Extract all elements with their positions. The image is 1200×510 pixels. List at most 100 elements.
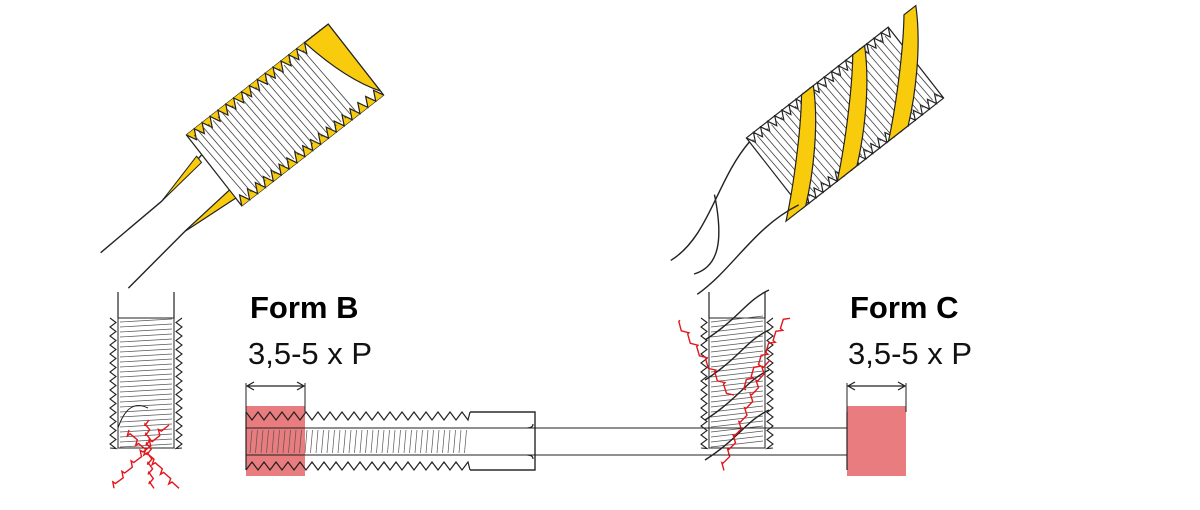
thread-line bbox=[119, 393, 173, 398]
thread-line bbox=[710, 335, 764, 343]
form-b-spec: 3,5-5 x P bbox=[248, 336, 373, 371]
tap-body-rotated bbox=[100, 23, 385, 289]
thread-line bbox=[710, 340, 764, 348]
thread-line bbox=[264, 79, 318, 141]
thread-line bbox=[277, 429, 280, 454]
thread-line bbox=[203, 127, 257, 189]
thread-line bbox=[198, 131, 252, 193]
helical-flute bbox=[785, 84, 817, 223]
thread-line bbox=[260, 429, 264, 454]
thread-line bbox=[245, 94, 299, 156]
helical-flute bbox=[704, 369, 770, 421]
thread-line bbox=[119, 373, 173, 378]
thread-line bbox=[710, 435, 764, 443]
thread-line bbox=[119, 348, 173, 353]
shank bbox=[100, 154, 237, 289]
thread-line bbox=[348, 429, 352, 454]
thread-line bbox=[299, 429, 302, 454]
flute bbox=[526, 423, 847, 460]
thread-edge bbox=[700, 317, 774, 450]
thread-line bbox=[119, 343, 173, 348]
thread-line bbox=[710, 425, 764, 433]
thread-line bbox=[231, 105, 285, 167]
dimension-arrow bbox=[245, 381, 306, 391]
helical-flute bbox=[704, 329, 770, 381]
thread-line bbox=[119, 408, 173, 413]
form-c-tap-illustration bbox=[670, 4, 945, 295]
thread-line bbox=[293, 429, 297, 454]
shank bbox=[708, 292, 766, 318]
thread-line bbox=[343, 429, 346, 454]
thread-line bbox=[278, 68, 332, 130]
thread-line bbox=[464, 429, 467, 454]
thread-line bbox=[226, 109, 280, 171]
thread-line bbox=[119, 358, 173, 363]
thread-line bbox=[119, 323, 173, 328]
thread-line bbox=[255, 429, 258, 454]
chip-curl bbox=[743, 317, 791, 391]
thread-line bbox=[283, 64, 337, 126]
thread-line bbox=[403, 429, 407, 454]
thread-line bbox=[381, 429, 385, 454]
thread-line bbox=[710, 440, 764, 448]
thread-line bbox=[193, 134, 247, 197]
helical-flute bbox=[704, 409, 770, 461]
form-c-tap-side-view bbox=[678, 289, 791, 471]
thread-line bbox=[282, 429, 286, 454]
thread-line bbox=[354, 429, 357, 454]
thread-line bbox=[249, 429, 253, 454]
thread-crest-bottom bbox=[798, 92, 944, 209]
thread-line bbox=[710, 385, 764, 393]
chamfer-face bbox=[303, 23, 383, 93]
thread-line bbox=[425, 429, 429, 454]
thread-line bbox=[458, 429, 462, 454]
form-c-title: Form C bbox=[850, 290, 959, 325]
thread-line bbox=[304, 429, 308, 454]
thread-line bbox=[870, 46, 924, 108]
thread-line bbox=[119, 383, 173, 388]
thread-line bbox=[119, 378, 173, 383]
thread-line bbox=[710, 360, 764, 368]
flute bbox=[117, 405, 149, 429]
thread-line bbox=[288, 429, 291, 454]
chip-curl bbox=[144, 419, 155, 489]
thread-line bbox=[119, 418, 173, 423]
helical-flute bbox=[836, 44, 868, 183]
thread-line bbox=[420, 429, 423, 454]
thread-line bbox=[370, 429, 374, 454]
thread-line bbox=[392, 429, 396, 454]
thread-line bbox=[269, 75, 323, 137]
thread-line bbox=[387, 429, 390, 454]
thread-line bbox=[119, 388, 173, 393]
thread-line bbox=[710, 320, 764, 328]
thread-line bbox=[710, 355, 764, 363]
thread-line bbox=[119, 338, 173, 343]
chip-curl bbox=[111, 424, 170, 489]
thread-edge bbox=[109, 317, 183, 450]
shank bbox=[470, 411, 536, 471]
thread-line bbox=[302, 49, 356, 112]
thread-line bbox=[447, 429, 451, 454]
helical-flute bbox=[704, 289, 770, 341]
thread-crest-bottom bbox=[238, 89, 384, 206]
thread-line bbox=[365, 429, 368, 454]
chip-curl bbox=[126, 429, 180, 489]
thread-line bbox=[217, 116, 271, 178]
thread-line bbox=[119, 318, 173, 323]
thread-line bbox=[376, 429, 379, 454]
thread-line bbox=[255, 86, 309, 149]
tap-body-rotated bbox=[670, 4, 945, 295]
form-c-chamfer-profile bbox=[470, 381, 907, 476]
thread-line bbox=[326, 429, 330, 454]
thread-line bbox=[710, 405, 764, 413]
thread-profile-top bbox=[245, 411, 471, 470]
thread-line bbox=[710, 315, 764, 323]
thread-line bbox=[710, 395, 764, 403]
dimension-arrow bbox=[846, 381, 907, 391]
thread-line bbox=[119, 413, 173, 418]
thread-crest-top bbox=[746, 27, 892, 144]
thread-line bbox=[710, 380, 764, 388]
thread-line bbox=[414, 429, 418, 454]
helical-flute bbox=[887, 4, 919, 143]
